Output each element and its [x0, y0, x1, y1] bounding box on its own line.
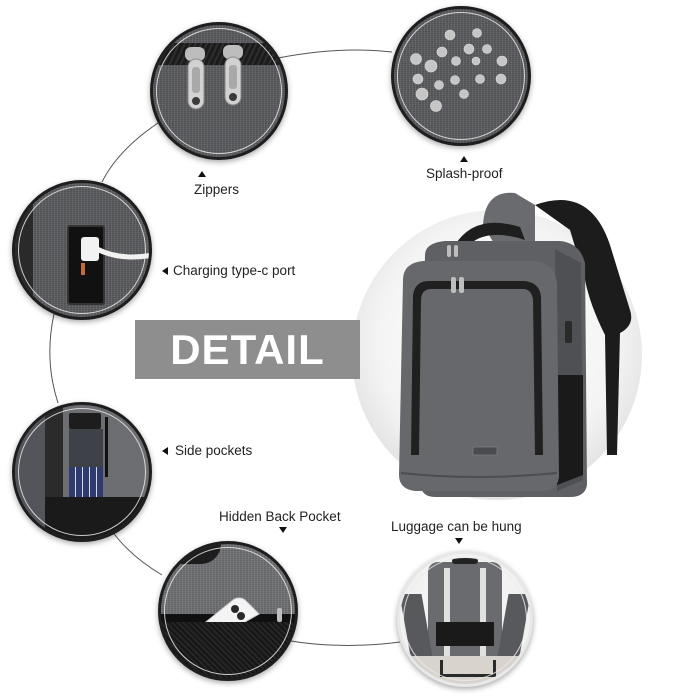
usb-cable-icon [81, 237, 149, 261]
pointer-up-icon [198, 171, 206, 177]
pointer-left-icon [162, 447, 168, 455]
pointer-down-icon [279, 527, 287, 533]
luggage-detail-image [397, 551, 533, 687]
hidden-back-pocket-detail-image [158, 541, 298, 681]
detail-banner: DETAIL [135, 320, 360, 379]
hidden-back-pocket-label: Hidden Back Pocket [219, 509, 341, 524]
zipper-pull-icon [185, 45, 243, 110]
charging-port-label: Charging type-c port [173, 263, 296, 278]
zippers-detail-image [150, 22, 288, 160]
water-droplets-icon [410, 28, 508, 112]
splash-proof-label: Splash-proof [426, 166, 503, 181]
pointer-left-icon [162, 267, 168, 275]
side-pockets-detail-image [12, 402, 152, 542]
charging-port-detail-image [12, 180, 152, 320]
backpack-hero-image [399, 192, 632, 497]
splash-proof-detail-image [391, 6, 531, 146]
detail-banner-title: DETAIL [170, 325, 325, 373]
pointer-down-icon [455, 538, 463, 544]
zippers-label: Zippers [194, 182, 240, 197]
side-pockets-label: Side pockets [175, 443, 253, 458]
luggage-label: Luggage can be hung [391, 519, 522, 534]
pointer-up-icon [460, 156, 468, 162]
